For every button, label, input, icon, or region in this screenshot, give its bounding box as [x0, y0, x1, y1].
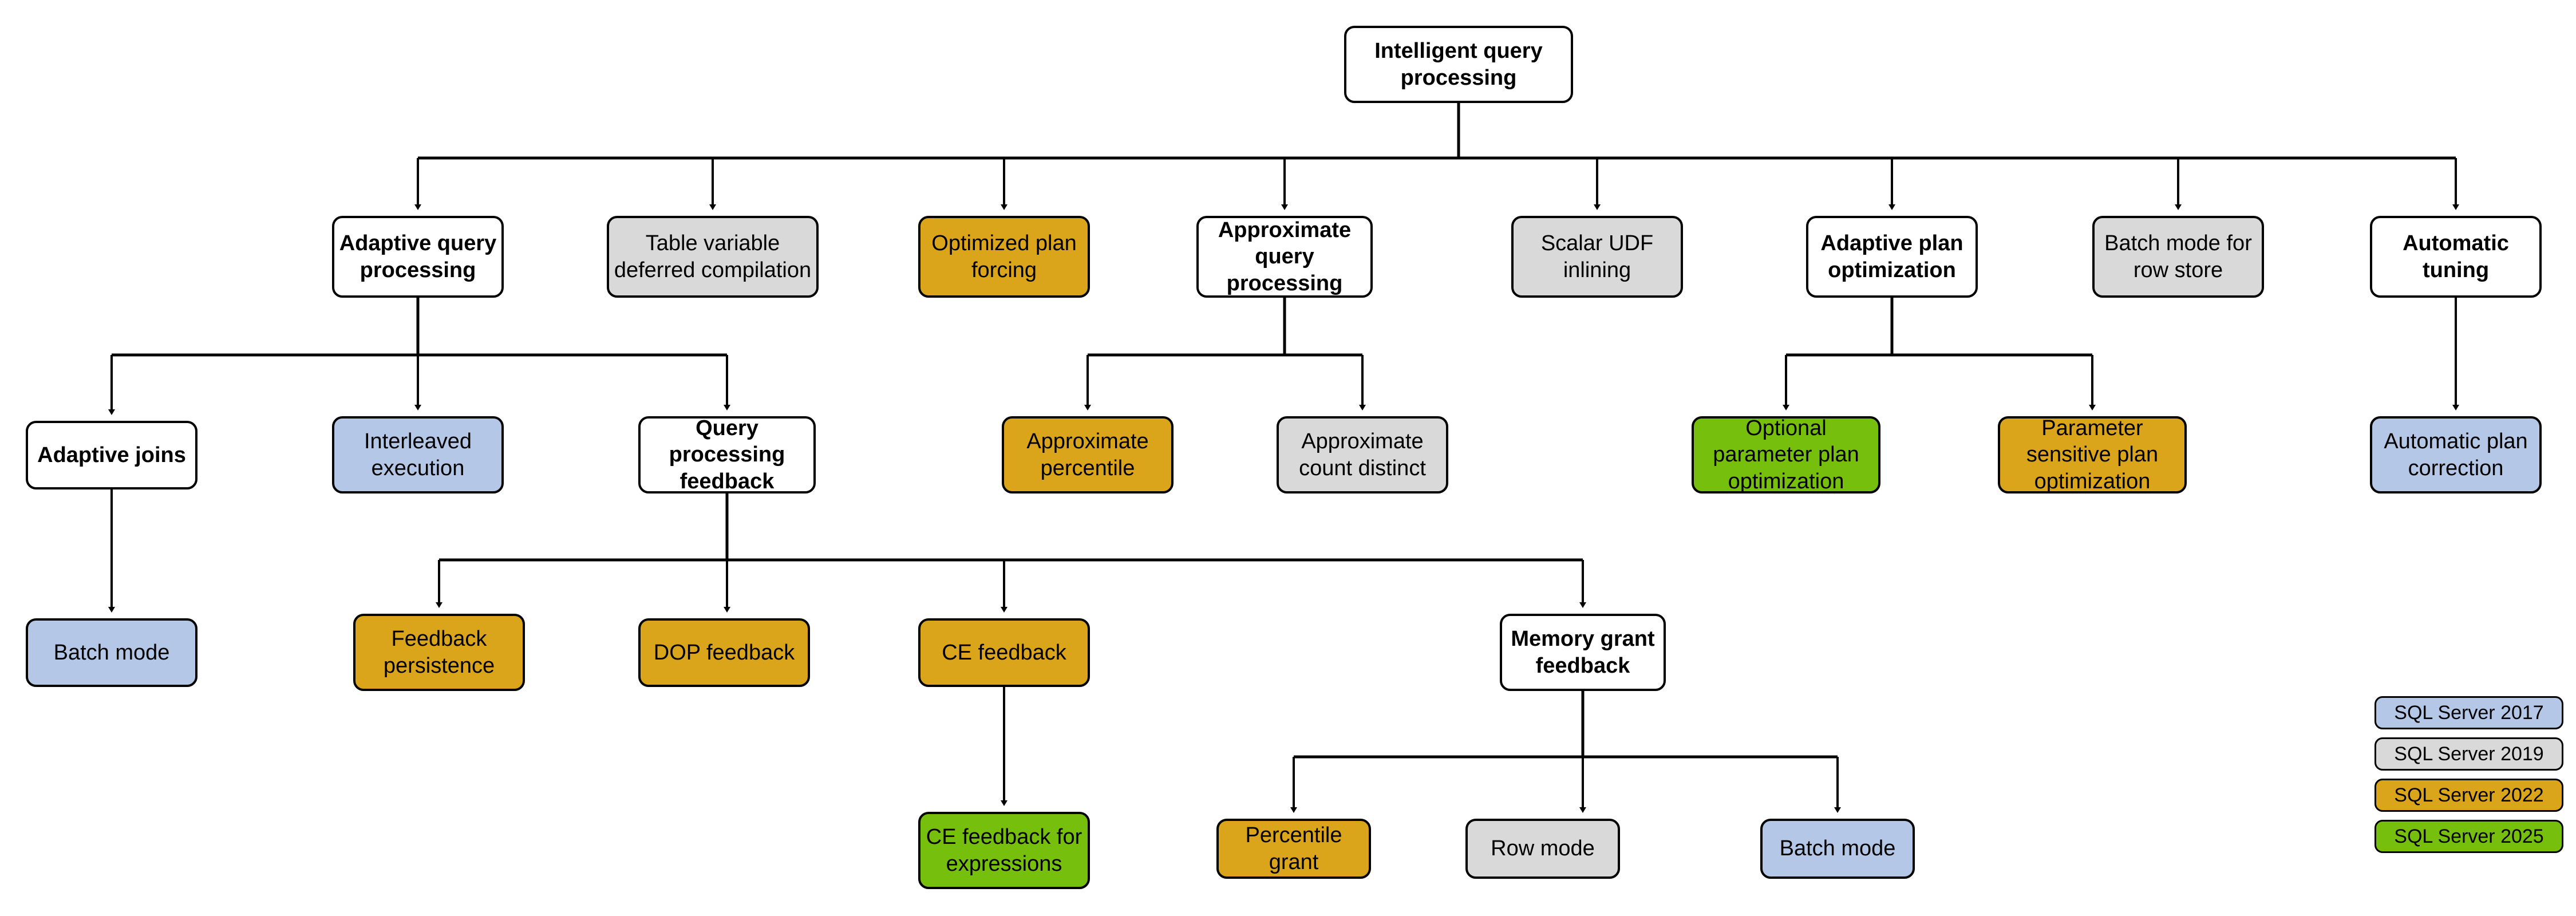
node-label: Scalar UDF inlining — [1540, 231, 1654, 282]
node-apo[interactable]: Adaptive plan optimization — [1806, 216, 1978, 298]
node-tvdc[interactable]: Table variable deferred compilation — [607, 216, 819, 298]
legend-item-label: SQL Server 2019 — [2394, 743, 2544, 765]
node-qpf[interactable]: Query processing feedback — [638, 416, 816, 493]
node-label: CE feedback — [942, 640, 1066, 665]
node-label: Feedback persistence — [383, 627, 495, 678]
node-batchmode2[interactable]: Batch mode — [1760, 819, 1915, 879]
node-label: Query processing feedback — [669, 416, 785, 493]
legend-item-label: SQL Server 2025 — [2394, 825, 2544, 847]
node-label: Adaptive query processing — [339, 231, 497, 282]
node-cefb[interactable]: CE feedback — [918, 618, 1090, 687]
node-pctgrant[interactable]: Percentile grant — [1216, 819, 1371, 879]
legend-item-sql-server-2019[interactable]: SQL Server 2019 — [2374, 737, 2563, 771]
node-label: Intelligent query processing — [1374, 39, 1543, 90]
node-label: Adaptive joins — [37, 443, 186, 467]
node-label: Batch mode — [1779, 836, 1896, 861]
node-apc[interactable]: Automatic plan correction — [2370, 416, 2542, 493]
node-psp[interactable]: Parameter sensitive plan optimization — [1998, 416, 2187, 493]
node-label: CE feedback for expressions — [926, 825, 1082, 876]
node-batchmode1[interactable]: Batch mode — [26, 618, 197, 687]
node-label: Batch mode for row store — [2104, 231, 2252, 282]
node-root[interactable]: Intelligent query processing — [1344, 26, 1573, 103]
node-label: Approximate percentile — [1026, 429, 1149, 480]
node-adaptivejoins[interactable]: Adaptive joins — [26, 421, 197, 489]
node-label: Parameter sensitive plan optimization — [2026, 416, 2159, 493]
node-apq[interactable]: Approximate query processing — [1196, 216, 1373, 298]
node-approxcount[interactable]: Approximate count distinct — [1277, 416, 1448, 493]
node-label: DOP feedback — [653, 640, 795, 665]
node-label: Row mode — [1491, 836, 1595, 861]
node-cefbexpr[interactable]: CE feedback for expressions — [918, 812, 1090, 889]
node-rowmode[interactable]: Row mode — [1465, 819, 1620, 879]
legend-item-sql-server-2017[interactable]: SQL Server 2017 — [2374, 696, 2563, 729]
legend-item-label: SQL Server 2022 — [2394, 784, 2544, 806]
node-fbpersist[interactable]: Feedback persistence — [353, 614, 525, 691]
node-label: Batch mode — [53, 640, 170, 665]
node-label: Automatic tuning — [2403, 231, 2509, 282]
node-label: Optimized plan forcing — [931, 231, 1077, 282]
node-approxpct[interactable]: Approximate percentile — [1002, 416, 1174, 493]
node-bmrs[interactable]: Batch mode for row store — [2092, 216, 2264, 298]
node-label: Approximate query processing — [1218, 218, 1352, 295]
node-label: Percentile grant — [1245, 823, 1342, 874]
node-dopfb[interactable]: DOP feedback — [638, 618, 810, 687]
node-aqp[interactable]: Adaptive query processing — [332, 216, 504, 298]
node-interleaved[interactable]: Interleaved execution — [332, 416, 504, 493]
node-label: Table variable deferred compilation — [614, 231, 812, 282]
node-udf[interactable]: Scalar UDF inlining — [1511, 216, 1683, 298]
node-label: Adaptive plan optimization — [1820, 231, 1963, 282]
node-label: Approximate count distinct — [1299, 429, 1426, 480]
node-opf[interactable]: Optimized plan forcing — [918, 216, 1090, 298]
node-label: Interleaved execution — [364, 429, 472, 480]
node-label: Automatic plan correction — [2384, 429, 2528, 480]
node-label: Optional parameter plan optimization — [1713, 416, 1859, 493]
legend-item-sql-server-2025[interactable]: SQL Server 2025 — [2374, 820, 2563, 853]
legend-item-label: SQL Server 2017 — [2394, 701, 2544, 724]
node-label: Memory grant feedback — [1511, 627, 1655, 678]
node-autotune[interactable]: Automatic tuning — [2370, 216, 2542, 298]
node-oppo[interactable]: Optional parameter plan optimization — [1692, 416, 1880, 493]
legend-item-sql-server-2022[interactable]: SQL Server 2022 — [2374, 779, 2563, 812]
node-mgf[interactable]: Memory grant feedback — [1500, 614, 1666, 691]
